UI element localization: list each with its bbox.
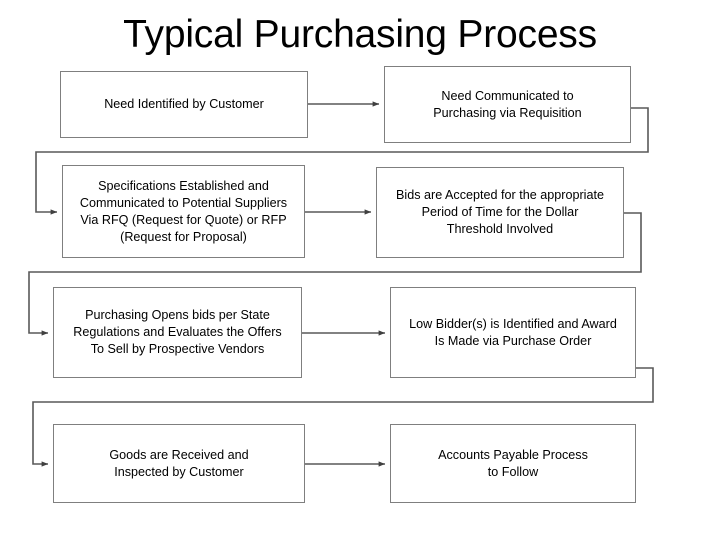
node-purchasing-opens-bids[interactable]: Purchasing Opens bids per State Regulati… <box>53 287 302 378</box>
node-label: Goods are Received and Inspected by Cust… <box>109 447 249 479</box>
node-label: Bids are Accepted for the appropriate Pe… <box>396 188 604 236</box>
node-specifications-established[interactable]: Specifications Established and Communica… <box>62 165 305 258</box>
node-label: Purchasing Opens bids per State Regulati… <box>73 308 282 356</box>
node-bids-accepted[interactable]: Bids are Accepted for the appropriate Pe… <box>376 167 624 258</box>
node-label: Need Communicated to Purchasing via Requ… <box>433 88 582 120</box>
node-label: Accounts Payable Process to Follow <box>438 447 588 479</box>
node-accounts-payable[interactable]: Accounts Payable Process to Follow <box>390 424 636 503</box>
node-need-identified[interactable]: Need Identified by Customer <box>60 71 308 138</box>
node-need-communicated[interactable]: Need Communicated to Purchasing via Requ… <box>384 66 631 143</box>
node-low-bidder-identified[interactable]: Low Bidder(s) is Identified and Award Is… <box>390 287 636 378</box>
node-label: Low Bidder(s) is Identified and Award Is… <box>409 316 617 348</box>
node-goods-received[interactable]: Goods are Received and Inspected by Cust… <box>53 424 305 503</box>
node-label: Specifications Established and Communica… <box>79 178 288 244</box>
page-title: Typical Purchasing Process <box>123 13 597 56</box>
node-label: Need Identified by Customer <box>104 97 264 111</box>
